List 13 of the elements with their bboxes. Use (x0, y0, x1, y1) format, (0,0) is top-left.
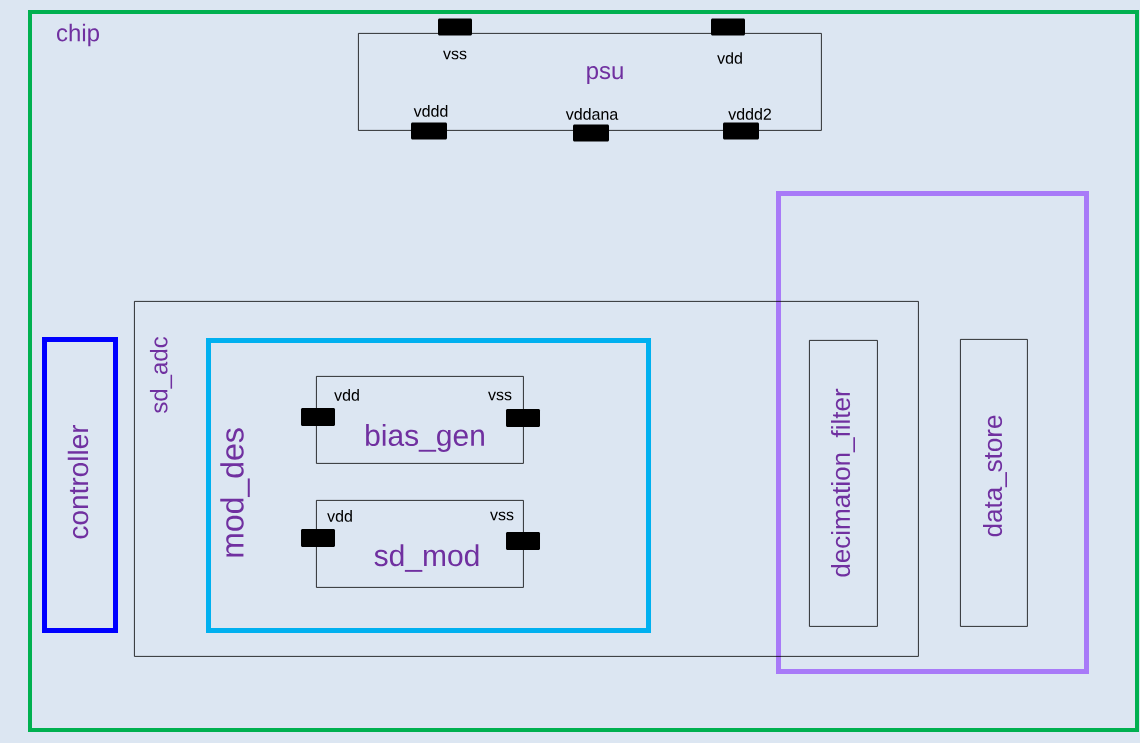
pin (711, 18, 745, 36)
module-box: sd_mod vdd vss (316, 500, 524, 588)
pin (506, 532, 540, 550)
pin (438, 18, 472, 36)
pin (573, 124, 609, 142)
module-box: bias_gen vdd vss (316, 376, 524, 464)
pin (411, 122, 447, 140)
module-box: controller (42, 337, 118, 633)
group-frame (776, 191, 1089, 674)
pin (723, 122, 759, 140)
pin (301, 529, 335, 547)
module-box: decimation_filter (809, 340, 878, 627)
module-box: data_store (960, 339, 1028, 627)
